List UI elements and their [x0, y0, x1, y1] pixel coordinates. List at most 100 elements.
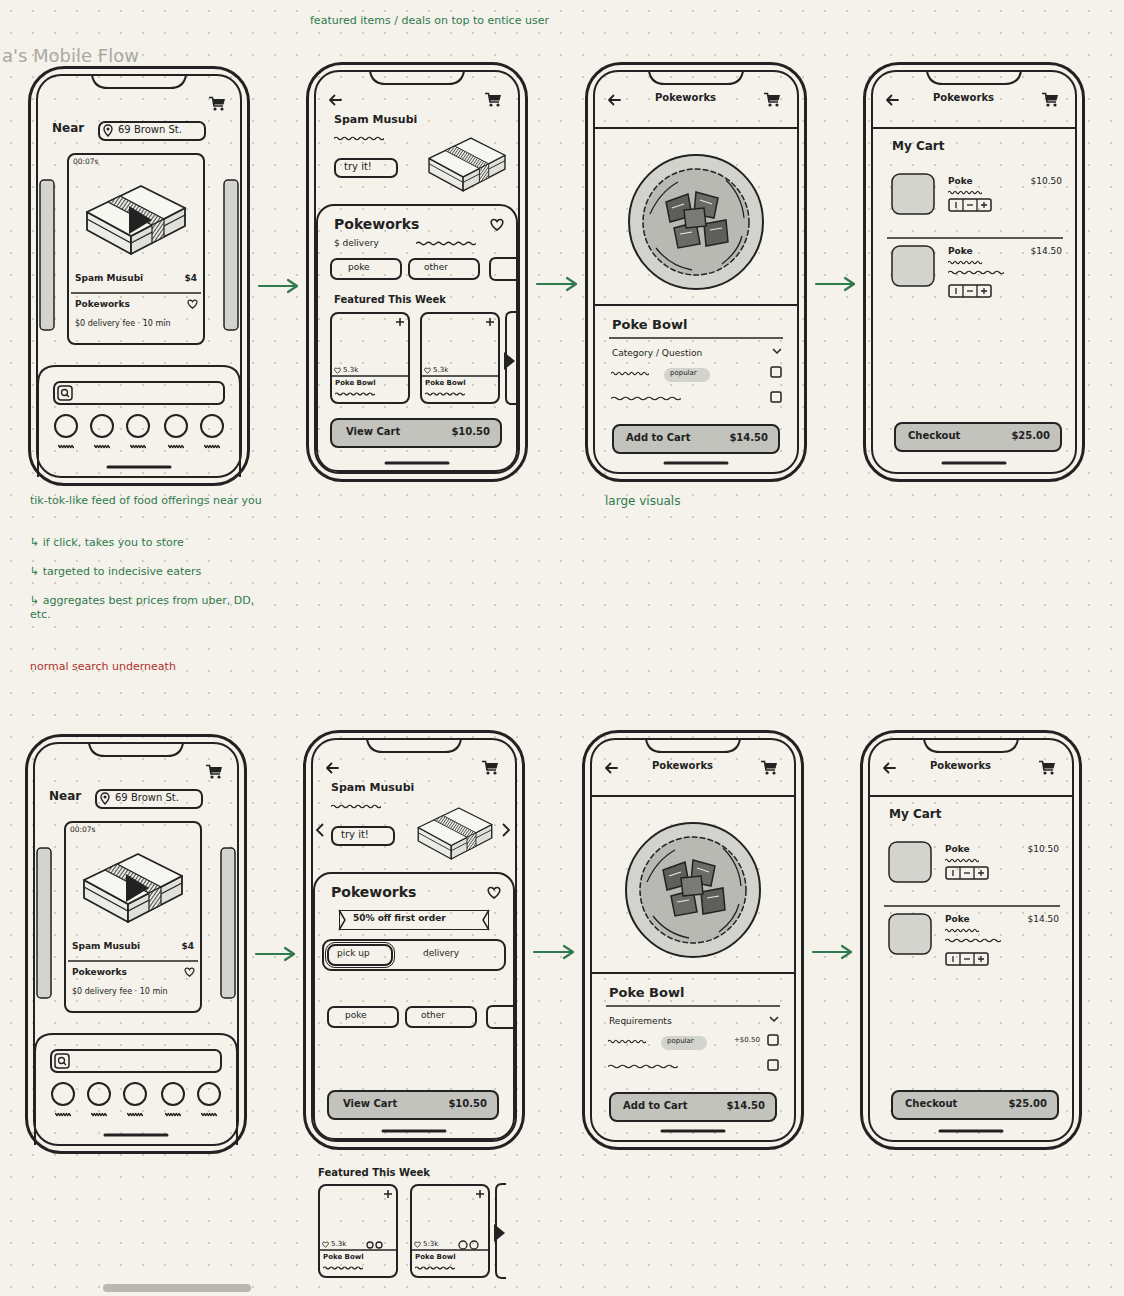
store-screen-art: [486, 318, 494, 326]
screen-section: delivery: [409, 944, 493, 966]
arrow-line: [534, 951, 573, 953]
node-text: Pokeworks: [72, 967, 127, 977]
featured-strip-art: [476, 1190, 484, 1198]
store-screen-art: [490, 258, 518, 280]
store-screen-art: [416, 242, 476, 245]
node-text: $14.50: [726, 1100, 765, 1112]
node-text: other: [424, 262, 448, 272]
arrow-head: [845, 278, 854, 290]
node-text: Spam Musubi: [72, 941, 140, 951]
store-screen-art: [425, 393, 465, 395]
note-text: large visuals: [605, 494, 755, 510]
feed-screen-art: [34, 743, 238, 1145]
flow-arrow: [816, 278, 854, 290]
node-text: 00:07s: [70, 826, 96, 835]
node-text: Spam Musubi: [331, 782, 414, 795]
action-button: View Cart$10.50: [330, 418, 502, 448]
node-text: Poke Bowl: [425, 379, 466, 387]
node-text: Pokeworks: [652, 760, 713, 772]
node-text: pick up: [337, 948, 370, 958]
action-button: Checkout$25.00: [894, 422, 1062, 452]
item-card: 00:07sSpam Musubi$4Pokeworks$0 delivery …: [64, 821, 202, 1013]
node-text: $0 delivery fee · 10 min: [75, 319, 171, 328]
node-text: delivery: [423, 948, 459, 958]
flow-arrow: [534, 946, 573, 958]
store-screen-art: [425, 368, 431, 373]
arrow-head: [842, 946, 851, 958]
featured-strip-art: [494, 1224, 505, 1242]
flow-arrow: [259, 280, 297, 292]
store-screen-art: [312, 739, 516, 1141]
node-text: $10.50: [1028, 844, 1060, 854]
featured-strip-art: [470, 1241, 478, 1249]
phone-frame: Spam Musubitry it!Pokeworks50% off first…: [303, 730, 525, 1150]
detail-sheet: Poke BowlRequirementspopularAdd to Cart$…: [591, 972, 795, 1140]
arrow-line: [537, 283, 576, 285]
featured-strip-art: [459, 1241, 467, 1249]
cart-row: Poke $10.50: [892, 172, 1066, 234]
store-screen-art: [422, 375, 498, 376]
node-text: 5.3k: [423, 1240, 438, 1248]
node-text: Checkout: [908, 430, 960, 442]
action-button: Checkout$25.00: [891, 1090, 1059, 1120]
node-text: $14.50: [729, 432, 768, 444]
store-screen-art: [331, 805, 381, 808]
note-text: ↳ if click, takes you to store: [30, 536, 290, 550]
store-screen-art: [418, 808, 492, 859]
screen-section: My CartPoke$10.50Poke$14.50Checkout$25.0…: [869, 796, 1073, 1140]
node-text: poke: [345, 1010, 367, 1020]
featured-strip-art: [320, 1249, 396, 1250]
featured-strip-art: [323, 1242, 329, 1247]
arrow-head: [567, 278, 576, 290]
node-text: Poke: [948, 176, 973, 186]
phone-frame: Spam Musubitry it!Pokeworks$ deliveryFea…: [306, 62, 528, 482]
store-screen-art: [487, 1006, 515, 1028]
featured-strip-art: [415, 1242, 421, 1247]
node-text: $10.50: [448, 1098, 487, 1110]
node-text: Checkout: [905, 1098, 957, 1110]
node-text: Requirements: [609, 1016, 672, 1026]
detail-sheet: Poke BowlCategory / QuestionpopularAdd t…: [594, 304, 798, 472]
node-text: Pokeworks: [334, 216, 419, 232]
node-text: Near: [52, 122, 84, 136]
node-text: 00:07s: [73, 158, 99, 167]
node-text: Pokeworks: [75, 299, 130, 309]
node-text: 69 Brown St.: [118, 124, 182, 136]
node-text: 69 Brown St.: [115, 792, 179, 804]
node-text: $4: [181, 941, 194, 951]
node-text: $10.50: [1031, 176, 1063, 186]
node-text: poke: [348, 262, 370, 272]
note-text: Featured This Week: [318, 1166, 468, 1179]
tag-chip: popular: [661, 1036, 707, 1050]
node-text: Category / Question: [612, 348, 702, 358]
pill-button: 69 Brown St.: [95, 789, 203, 809]
cart-screen-art: [869, 739, 1073, 1141]
node-text: 5.3k: [343, 366, 358, 374]
node-text: $10.50: [451, 426, 490, 438]
store-screen-art: [312, 739, 516, 1141]
featured-strip-art: [320, 1184, 506, 1278]
arrow-head: [285, 948, 294, 960]
feed-screen-art: [37, 75, 241, 477]
note-text: tik-tok-like feed of food offerings near…: [30, 494, 270, 508]
note-text: featured items / deals on top to entice …: [310, 14, 550, 28]
store-screen-art: [327, 764, 338, 773]
node-text: Pokeworks: [930, 760, 991, 772]
store-screen-art: [339, 910, 489, 930]
arrow-head: [288, 280, 297, 292]
node-text: popular: [667, 1037, 694, 1045]
store-screen-art: [335, 368, 341, 373]
pill-button: poke: [330, 258, 402, 280]
flow-arrow: [256, 948, 294, 960]
node-text: Poke Bowl: [335, 379, 376, 387]
arrow-line: [259, 285, 297, 287]
phone-frame: PokeworksPoke BowlCategory / Questionpop…: [585, 62, 807, 482]
arrow-line: [813, 951, 851, 953]
node-text: Spam Musubi: [75, 273, 143, 283]
store-screen-art: [315, 71, 519, 473]
screen-section: My CartPoke$10.50Poke$14.50Checkout$25.0…: [872, 128, 1076, 472]
item-screen-art: [591, 739, 795, 1141]
note-text: ↳ aggregates best prices from uber, DD, …: [30, 594, 270, 623]
